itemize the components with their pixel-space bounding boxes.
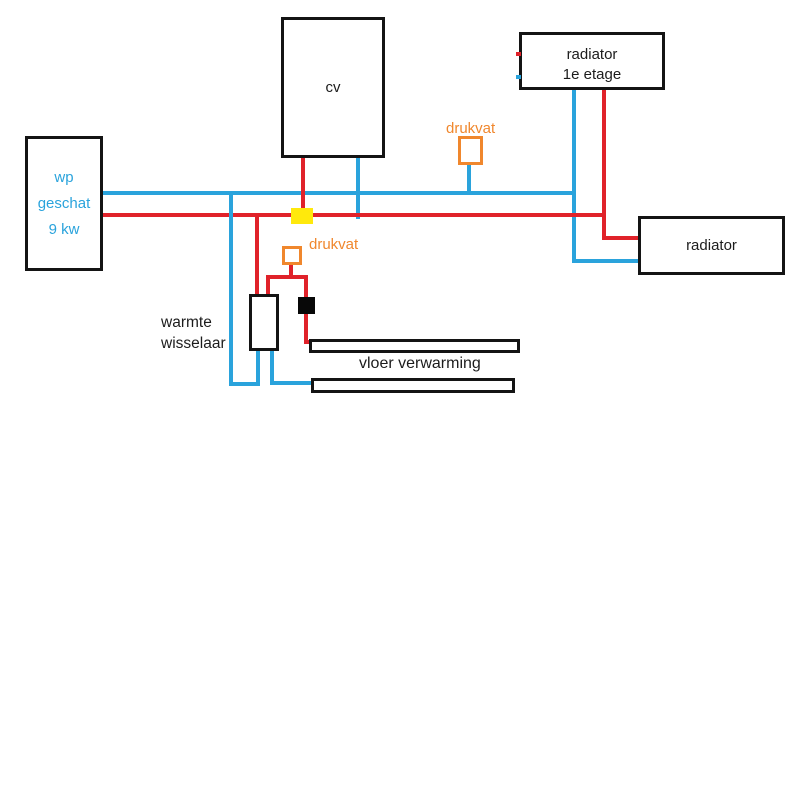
heat-pump-box: wp geschat 9 kw (25, 136, 103, 271)
expansion-vessel-bottom (282, 246, 302, 265)
pipe-red-radiator-first-floor (602, 89, 640, 240)
radiator-ground-floor-label: radiator (686, 236, 737, 254)
cv-boiler-box: cv (281, 17, 385, 158)
heat-pump-label-line1: wp (54, 168, 74, 186)
heat-pump-label-line3: 9 kw (48, 220, 80, 238)
radiator-first-floor-box: radiator 1e etage (519, 32, 665, 90)
expansion-vessel-top (458, 136, 483, 165)
floor-heating-loop-top (309, 339, 520, 353)
pipe-blue-floor-heating (270, 350, 313, 385)
radiator-ground-floor-box: radiator (638, 216, 785, 275)
blue-pipe-nub (516, 75, 521, 79)
heat-pump-label-line2: geschat (37, 194, 91, 212)
heat-exchanger-label-line1: warmte (161, 314, 212, 331)
heat-exchanger-label-line2: wisselaar (161, 335, 226, 352)
cv-boiler-label: cv (325, 78, 341, 96)
floor-heating-loop-bottom (311, 378, 515, 393)
radiator-first-floor-label-line2: 1e etage (562, 66, 622, 83)
heat-exchanger-box (249, 294, 279, 351)
radiator-first-floor-label-line1: radiator (566, 46, 618, 63)
pipe-red-valve-to-floor (304, 312, 311, 344)
floor-heating-label: vloer verwarming (359, 355, 481, 372)
yellow-junction-valve (291, 208, 313, 224)
expansion-vessel-bottom-label: drukvat (309, 236, 359, 253)
pipe-blue-radiator-first-floor (572, 89, 640, 263)
red-pipe-nub (516, 52, 521, 56)
black-valve (298, 297, 315, 314)
pipe-blue-return-branch (229, 191, 260, 386)
expansion-vessel-top-label: drukvat (446, 120, 496, 137)
heat-exchanger-label: warmte wisselaar (161, 312, 226, 354)
